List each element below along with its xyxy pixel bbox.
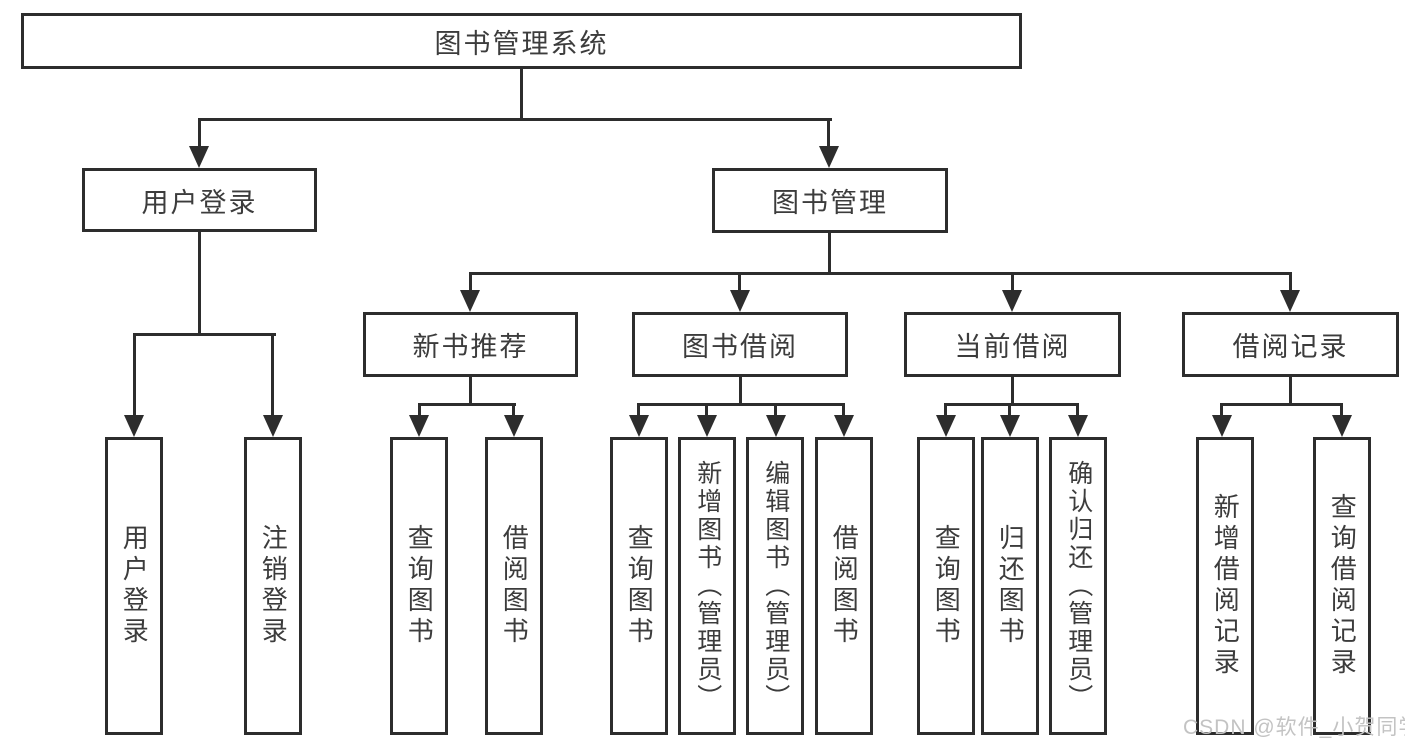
node-book-borrow: 图书借阅 (632, 312, 848, 377)
node-label: 新增图书（管理员） (693, 460, 722, 712)
node-label: 新书推荐 (412, 332, 529, 362)
connector-line (469, 272, 1292, 275)
connector-line (705, 403, 708, 417)
node-book-management: 图书管理 (712, 168, 948, 233)
connector-line (945, 403, 1079, 406)
leaf-bb-borrow-books: 借阅图书 (815, 437, 873, 735)
connector-line (1011, 272, 1014, 292)
leaf-cb-confirm-return-admin: 确认归还（管理员） (1049, 437, 1107, 735)
arrow-down-icon (936, 415, 956, 437)
arrow-down-icon (1068, 415, 1088, 437)
leaf-nbr-query-books: 查询图书 (390, 437, 448, 735)
arrow-down-icon (834, 415, 854, 437)
connector-line (418, 403, 516, 406)
arrow-down-icon (1000, 415, 1020, 437)
arrow-down-icon (730, 290, 750, 312)
leaf-cb-query-books: 查询图书 (917, 437, 975, 735)
leaf-br-add-record: 新增借阅记录 (1196, 437, 1254, 735)
node-label: 借阅图书 (829, 524, 860, 648)
connector-line (271, 333, 274, 417)
connector-line (1076, 403, 1079, 417)
connector-line (637, 403, 640, 417)
node-label: 查询图书 (624, 524, 655, 648)
arrow-down-icon (409, 415, 429, 437)
node-label: 注销登录 (258, 524, 289, 648)
arrow-down-icon (697, 415, 717, 437)
arrow-down-icon (1002, 290, 1022, 312)
connector-line (774, 403, 777, 417)
connector-line (198, 232, 201, 336)
node-label: 用户登录 (141, 187, 258, 218)
arrow-down-icon (1212, 415, 1232, 437)
arrow-down-icon (504, 415, 524, 437)
leaf-nbr-borrow-books: 借阅图书 (485, 437, 543, 735)
connector-line (469, 377, 472, 406)
leaf-cb-return-books: 归还图书 (981, 437, 1039, 735)
node-label: 归还图书 (995, 524, 1026, 648)
arrow-down-icon (766, 415, 786, 437)
node-label: 新增借阅记录 (1210, 493, 1241, 679)
connector-line (828, 232, 831, 275)
node-label: 查询图书 (931, 524, 962, 648)
connector-line (944, 403, 947, 417)
node-label: 图书管理系统 (434, 28, 609, 59)
connector-line (827, 118, 830, 148)
connector-line (198, 118, 832, 121)
connector-line (512, 403, 515, 417)
node-root: 图书管理系统 (21, 13, 1022, 69)
node-label: 图书管理 (772, 188, 888, 218)
leaf-logout: 注销登录 (244, 437, 302, 735)
node-new-book-recommend: 新书推荐 (363, 312, 578, 377)
connector-line (198, 118, 201, 148)
leaf-bb-query-books: 查询图书 (610, 437, 668, 735)
node-label: 当前借阅 (954, 332, 1071, 362)
leaf-user-login: 用户登录 (105, 437, 163, 735)
connector-line (738, 272, 741, 292)
arrow-down-icon (1280, 290, 1300, 312)
connector-line (469, 272, 472, 292)
connector-line (638, 403, 845, 406)
connector-line (739, 377, 742, 406)
node-label: 借阅记录 (1232, 332, 1349, 362)
node-label: 查询图书 (404, 524, 435, 648)
leaf-bb-edit-books-admin: 编辑图书（管理员） (746, 437, 804, 735)
node-current-borrow: 当前借阅 (904, 312, 1121, 377)
connector-line (842, 403, 845, 417)
connector-line (1289, 377, 1292, 406)
leaf-br-query-record: 查询借阅记录 (1313, 437, 1371, 735)
arrow-down-icon (629, 415, 649, 437)
connector-line (1340, 403, 1343, 417)
node-label: 借阅图书 (499, 524, 530, 648)
arrow-down-icon (819, 146, 839, 168)
connector-line (1220, 403, 1223, 417)
connector-line (418, 403, 421, 417)
arrow-down-icon (460, 290, 480, 312)
node-label: 查询借阅记录 (1327, 493, 1358, 679)
connector-line (1008, 403, 1011, 417)
connector-line (133, 333, 136, 417)
connector-line (133, 333, 276, 336)
node-user-login: 用户登录 (82, 168, 317, 232)
watermark: CSDN @软件_小贺同学 (1183, 716, 1405, 739)
arrow-down-icon (263, 415, 283, 437)
node-borrow-records: 借阅记录 (1182, 312, 1399, 377)
arrow-down-icon (189, 146, 209, 168)
connector-line (1289, 272, 1292, 292)
arrow-down-icon (1332, 415, 1352, 437)
node-label: 用户登录 (119, 524, 150, 648)
leaf-bb-add-books-admin: 新增图书（管理员） (678, 437, 736, 735)
connector-line (520, 68, 523, 120)
node-label: 编辑图书（管理员） (761, 460, 790, 712)
connector-line (1011, 377, 1014, 406)
connector-line (1221, 403, 1343, 406)
arrow-down-icon (124, 415, 144, 437)
node-label: 图书借阅 (682, 332, 798, 362)
node-label: 确认归还（管理员） (1064, 460, 1093, 712)
